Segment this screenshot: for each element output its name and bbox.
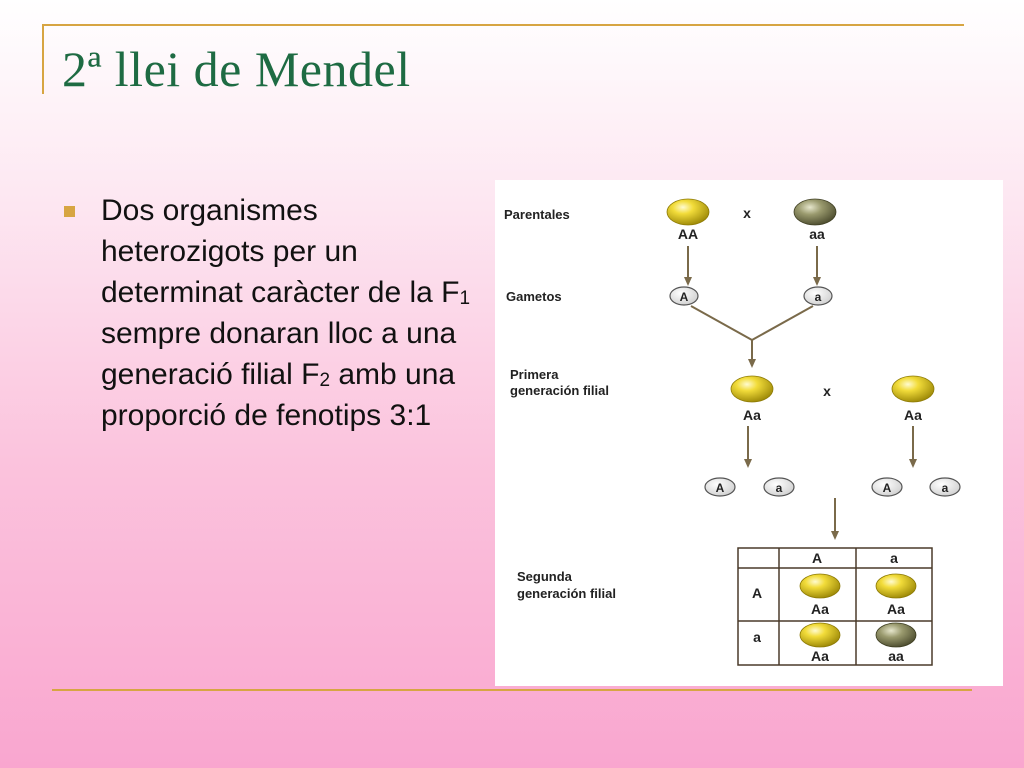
- parent-pea-dominant: [666, 198, 710, 226]
- punnett-col-header-2: a: [890, 550, 898, 566]
- f1-subscript: 1: [459, 288, 471, 309]
- gamete-parent1-label: A: [680, 290, 689, 304]
- bullet-text-part-2: sempre donaran lloc a una generació fili…: [101, 317, 457, 391]
- label-primera-line2: generación filial: [510, 383, 609, 398]
- f1-gamete-1: [704, 477, 736, 497]
- bullet-text-part-1: Dos organismes heterozigots per un deter…: [101, 194, 460, 309]
- label-segunda-line2: generación filial: [517, 586, 616, 601]
- punnett-pea-aa: [875, 622, 917, 648]
- label-segunda-line1: Segunda: [517, 569, 573, 584]
- cross-symbol-parents: x: [743, 205, 751, 221]
- f1-gamete-4-label: a: [942, 481, 949, 495]
- gamete-parent2-label: a: [815, 290, 822, 304]
- punnett-pea-AA: [799, 573, 841, 599]
- label-primera-line1: Primera: [510, 367, 559, 382]
- converge-line-right: [751, 305, 814, 341]
- cross-symbol-f1: x: [823, 383, 831, 399]
- f1-pea-1: [730, 375, 774, 403]
- parent-pea-recessive: [793, 198, 837, 226]
- frame-left-line: [42, 24, 44, 94]
- punnett-row-header-1: A: [752, 585, 762, 601]
- label-parentales: Parentales: [504, 207, 570, 222]
- gamete-parent1: [669, 286, 699, 306]
- bullet-square-icon: [64, 206, 75, 217]
- f1-gamete-4: [929, 477, 961, 497]
- f1-gamete-2-label: a: [776, 481, 783, 495]
- punnett-row-header-2: a: [753, 629, 761, 645]
- f1-gamete-1-label: A: [716, 481, 725, 495]
- gamete-parent2: [803, 286, 833, 306]
- bullet-text: Dos organismes heterozigots per un deter…: [101, 190, 481, 436]
- punnett-pea-Aa-1: [875, 573, 917, 599]
- f1-genotype-2: Aa: [904, 407, 922, 423]
- punnett-cell-1-2: Aa: [887, 601, 905, 617]
- parent-genotype-1: AA: [678, 226, 698, 242]
- mendel-cross-diagram: Parentales Gametos Primera generación fi…: [495, 180, 1003, 686]
- f1-genotype-1: Aa: [743, 407, 761, 423]
- frame-bottom-line: [52, 689, 972, 691]
- punnett-cell-2-1: Aa: [811, 648, 829, 664]
- punnett-col-header-1: A: [812, 550, 822, 566]
- punnett-cell-1-1: Aa: [811, 601, 829, 617]
- f1-gamete-3: [871, 477, 903, 497]
- f1-gamete-3-label: A: [883, 481, 892, 495]
- label-gametos: Gametos: [506, 289, 562, 304]
- bullet-text-part-3: amb una proporció de fenotips 3:1: [101, 358, 456, 432]
- punnett-square: [737, 547, 933, 666]
- f1-pea-2: [891, 375, 935, 403]
- frame-top-line: [42, 24, 964, 26]
- punnett-pea-Aa-2: [799, 622, 841, 648]
- punnett-cell-2-2: aa: [888, 648, 904, 664]
- parent-genotype-2: aa: [809, 226, 825, 242]
- converge-line-left: [690, 305, 753, 341]
- slide-title: 2ª llei de Mendel: [62, 41, 411, 97]
- f2-subscript: 2: [319, 370, 331, 391]
- f1-gamete-2: [763, 477, 795, 497]
